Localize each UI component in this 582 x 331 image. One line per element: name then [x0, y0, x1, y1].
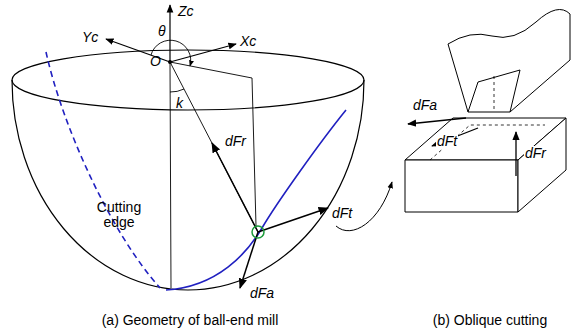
axis-label: Zc — [178, 4, 194, 19]
x-axis — [170, 44, 236, 62]
subfigure-caption: (a) Geometry of ball-end mill — [102, 313, 279, 328]
force-label: dFt — [436, 134, 458, 149]
tangential-force-arrow — [258, 208, 328, 232]
force-label: dFa — [250, 286, 274, 301]
bowl-outline — [12, 80, 364, 290]
z-axis — [169, 5, 170, 62]
radial-force-arrow-b — [515, 132, 516, 176]
workpiece-side — [518, 118, 566, 212]
vertical-line — [170, 62, 171, 288]
edge-point — [252, 226, 264, 238]
force-label: dFr — [524, 146, 547, 161]
axis-label: Yc — [82, 30, 98, 45]
radial-force-arrow — [212, 143, 258, 232]
axial-force-arrow-b — [408, 118, 466, 124]
origin-dot — [168, 60, 172, 64]
cutting-edge-curve — [166, 110, 346, 290]
radius-line — [170, 62, 258, 232]
angle-label: k — [176, 96, 183, 111]
workpiece-front — [405, 160, 518, 212]
force-label: dFt — [332, 206, 352, 221]
rim-ellipse — [12, 50, 364, 110]
k-arc — [170, 89, 184, 92]
force-label: dFa — [412, 98, 438, 113]
subfigure-caption: (b) Oblique cutting — [433, 313, 547, 328]
angle-label: θ — [158, 24, 166, 39]
axial-force-arrow — [240, 232, 258, 288]
part-label: Cutting edge — [84, 200, 154, 231]
origin-label: O — [150, 54, 161, 69]
tool-body — [448, 10, 570, 113]
axis-label: Xc — [240, 34, 256, 49]
force-label: dFr — [224, 134, 247, 149]
tool-tooth — [468, 70, 520, 112]
hidden-cutting-edge — [46, 52, 160, 288]
tool-edge-line — [494, 76, 495, 112]
